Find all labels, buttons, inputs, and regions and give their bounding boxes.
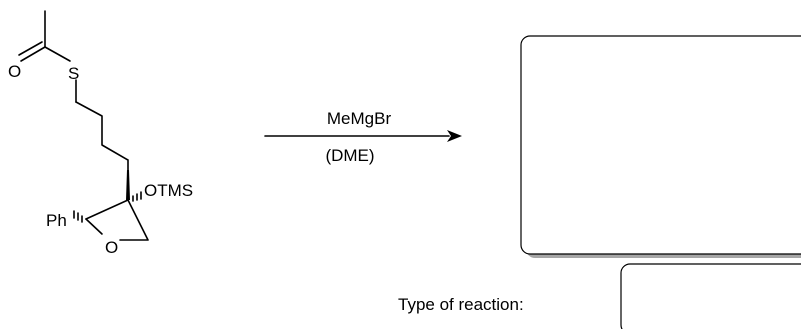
atom-s: S [68,64,79,83]
type-of-reaction-label: Type of reaction: [398,295,524,314]
atom-o-carbonyl: O [8,62,21,81]
bond-oxetane-o [85,218,103,235]
bond-bold-wedge [126,170,130,200]
reagent-label: MeMgBr [327,109,392,128]
solvent-label: (DME) [325,146,374,165]
bond-carbonyl-2 [18,41,43,56]
bond-carbonyl-1 [20,46,46,62]
bond-hashed-otms [132,191,142,202]
product-answer-box[interactable] [520,35,801,258]
bond-c-s [44,46,71,62]
atom-otms: OTMS [144,181,193,200]
bond-oxetane-ring [85,199,149,241]
bond-butyl-chain [75,101,129,191]
starting-material: O S Ph OTMS O [8,10,193,257]
type-answer-box[interactable] [620,263,801,329]
atom-ph: Ph [46,211,67,230]
atom-o-oxetane: O [105,238,118,257]
bond-hashed-ph [73,210,83,223]
reaction-arrow-group: MeMgBr (DME) [264,109,462,165]
arrow-head-icon [447,130,462,142]
